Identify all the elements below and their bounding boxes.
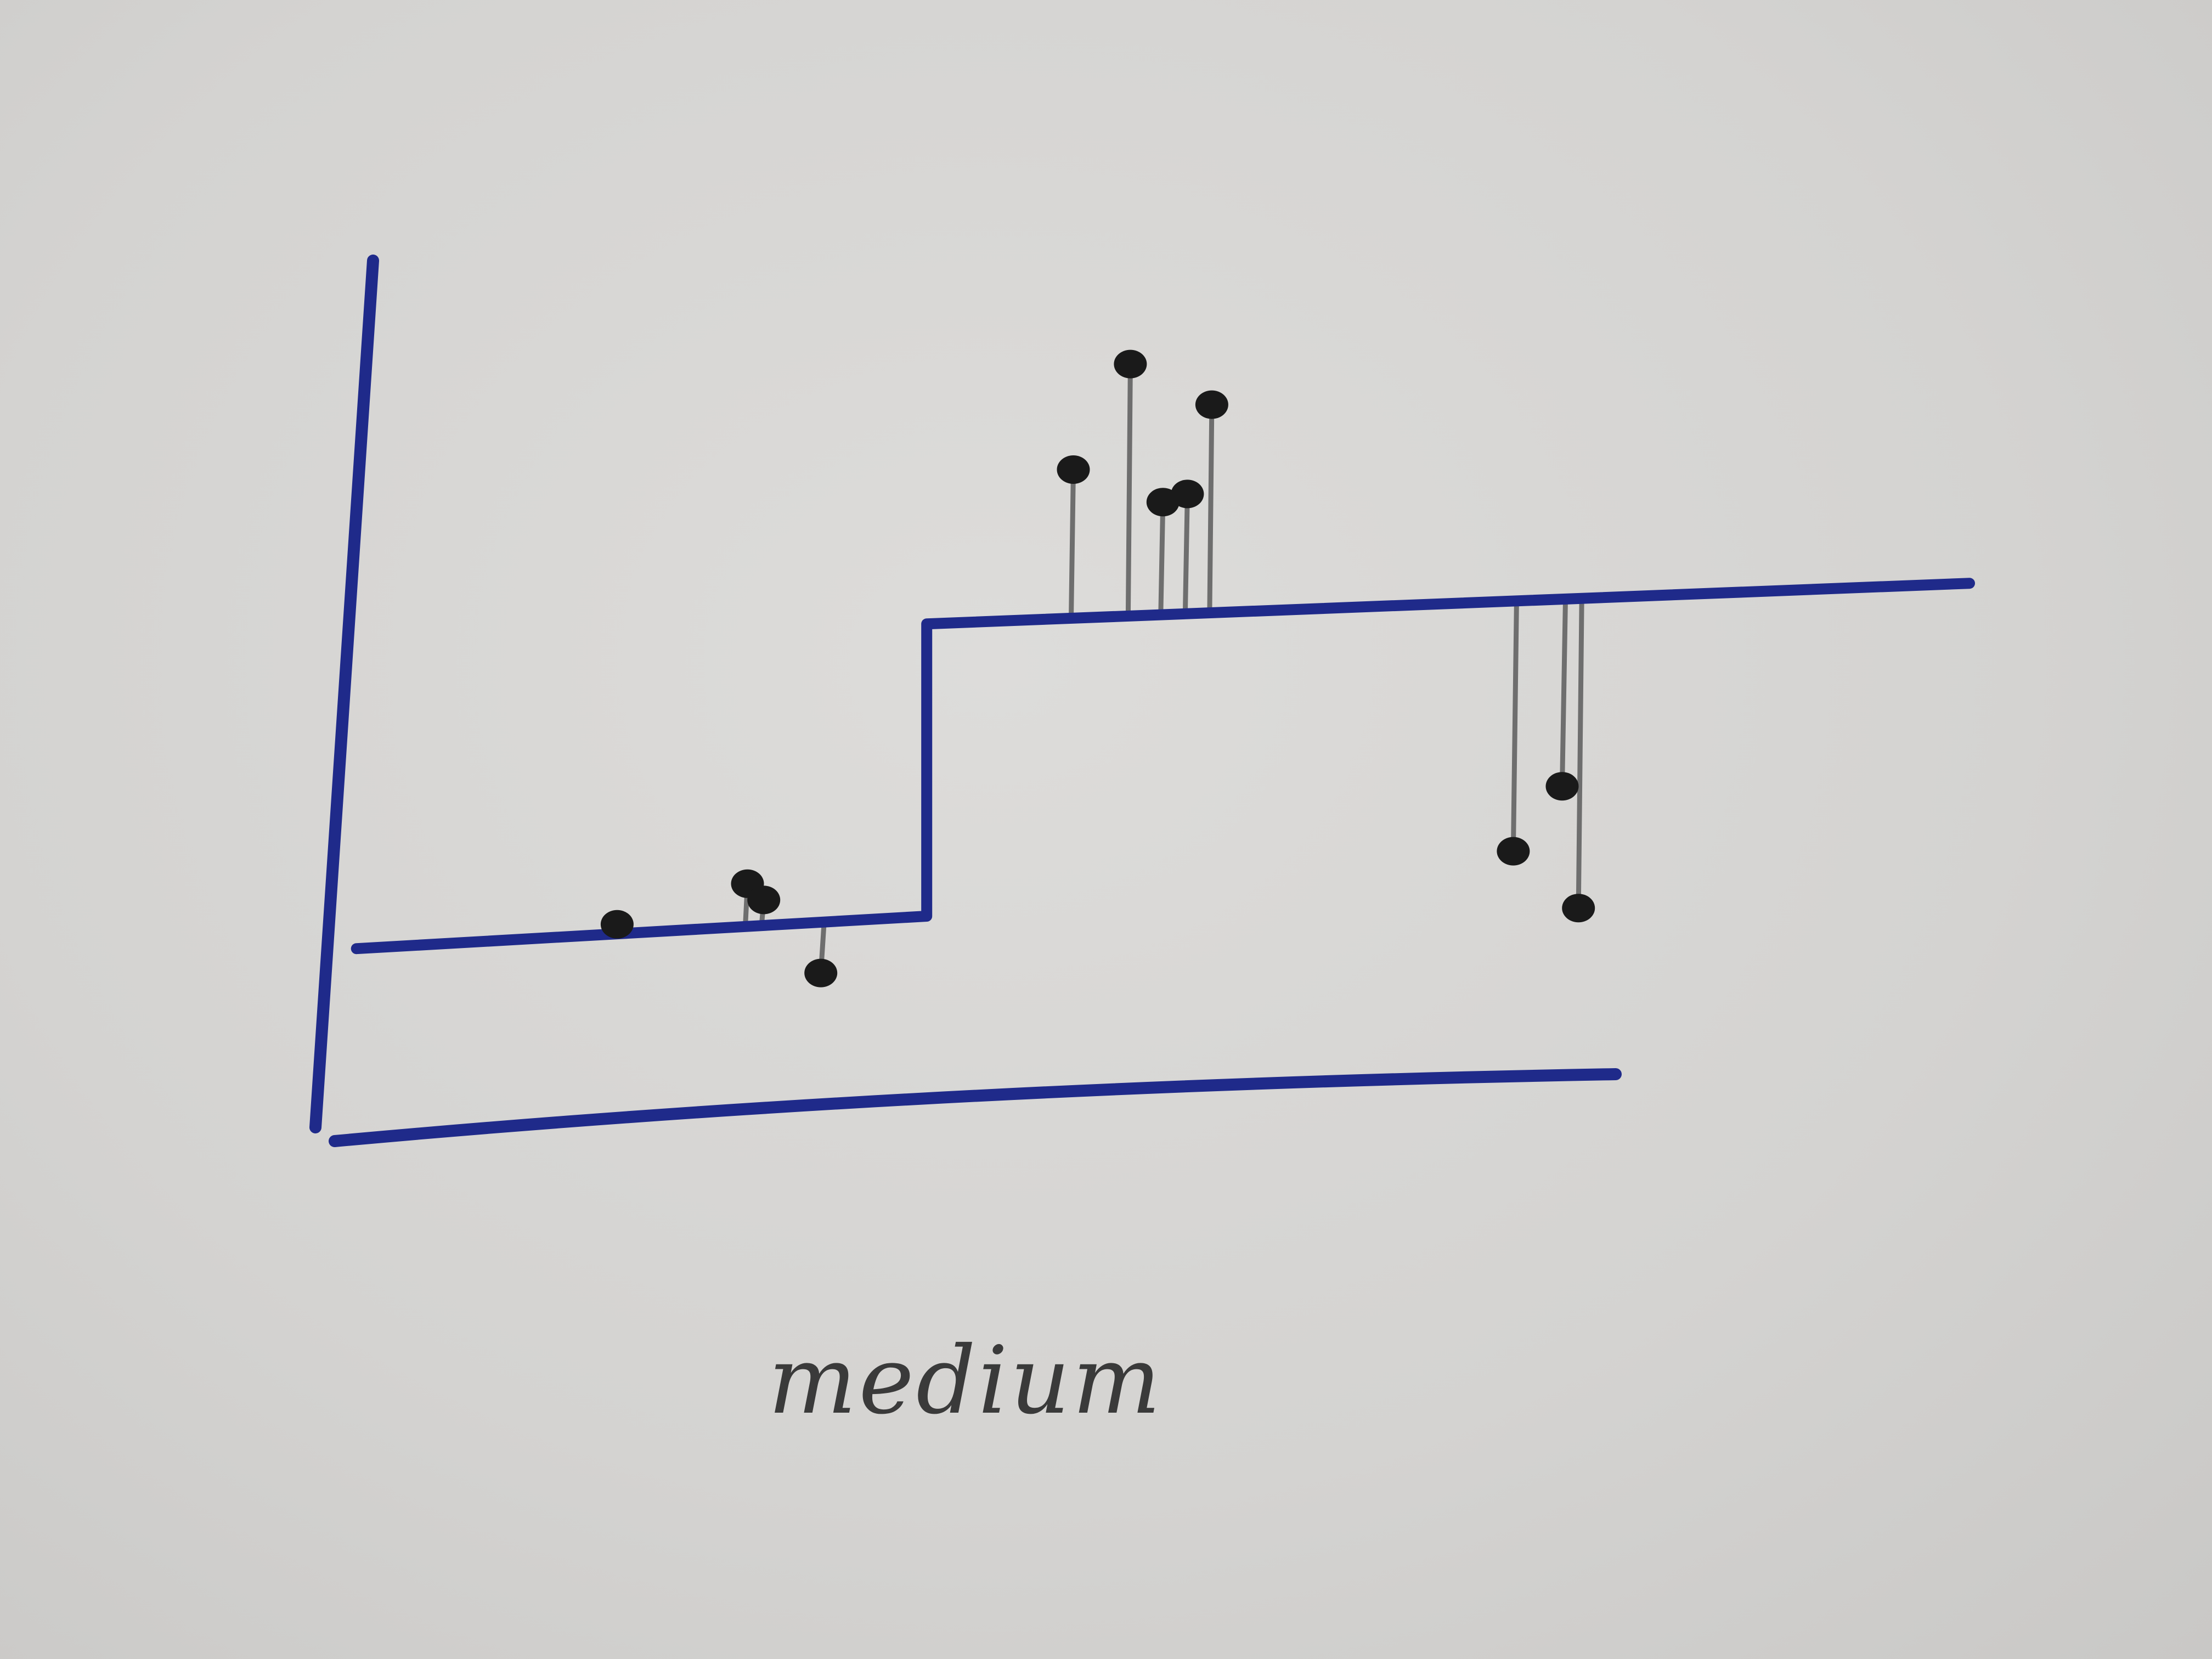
residual-line <box>1560 596 1568 789</box>
data-points <box>600 349 1595 988</box>
data-point <box>1171 479 1204 509</box>
data-point <box>600 910 634 939</box>
data-point <box>1545 772 1579 801</box>
data-point <box>804 958 838 988</box>
residual-line <box>1510 599 1519 854</box>
data-point <box>1497 837 1530 866</box>
data-point <box>1114 349 1147 379</box>
x-axis <box>329 1068 1622 1147</box>
residual-line <box>1125 362 1133 619</box>
residual-line <box>1576 596 1584 911</box>
axes <box>309 255 1622 1147</box>
residual-line <box>1158 499 1166 617</box>
data-point <box>1562 894 1595 923</box>
residual-lines <box>612 362 1584 976</box>
step-function-line <box>351 578 1975 955</box>
residual-line <box>1182 491 1190 617</box>
data-point <box>747 885 781 915</box>
data-point <box>1195 390 1228 419</box>
data-point <box>1057 455 1090 484</box>
residual-line <box>1069 467 1076 621</box>
residual-line <box>1207 402 1215 616</box>
y-axis <box>309 255 379 1133</box>
x-axis-label: medium <box>768 1327 1163 1435</box>
